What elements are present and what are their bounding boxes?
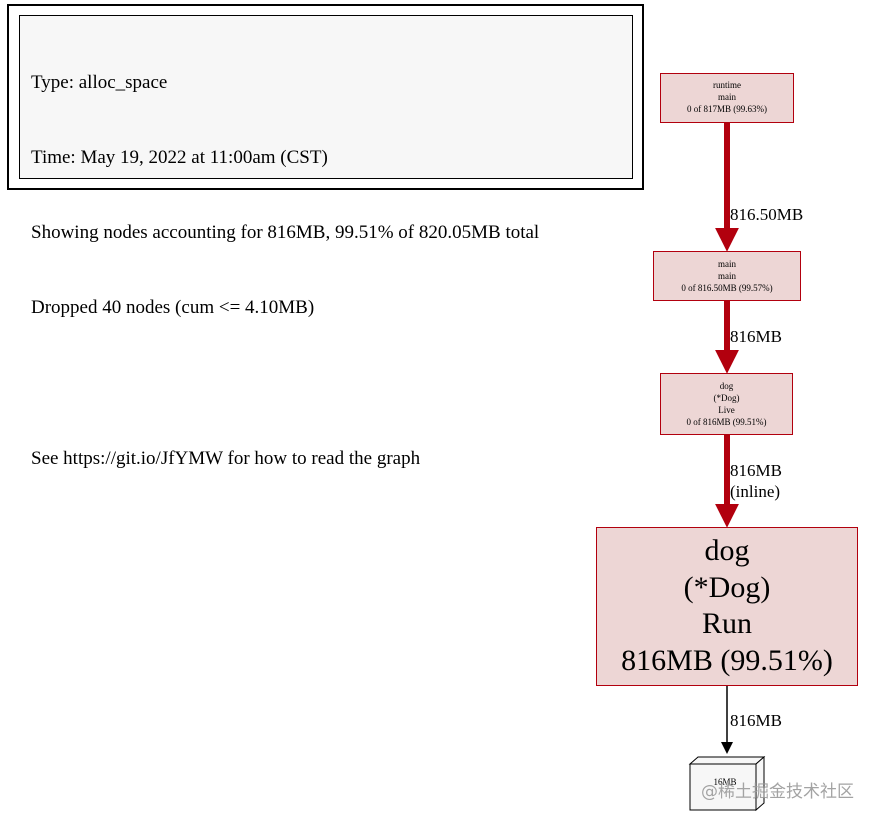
edge-label-live-to-run: 816MB xyxy=(730,461,782,480)
legend-text-box: Type: alloc_space Time: May 19, 2022 at … xyxy=(19,15,633,469)
edge-label-live-to-run-inline: (inline) xyxy=(730,482,781,501)
node-dog-run[interactable]: dog (*Dog) Run 816MB (99.51%) xyxy=(596,527,858,686)
alloc-block-size: 16MB xyxy=(713,777,736,787)
legend-showing: Showing nodes accounting for 816MB, 99.5… xyxy=(31,222,540,243)
watermark: @稀土掘金技术社区 xyxy=(701,782,854,802)
node-runtime-main[interactable]: runtime main 0 of 817MB (99.63%) xyxy=(660,73,794,123)
edge-label-runtime-to-main: 816.50MB xyxy=(730,205,804,224)
node-pkg: dog xyxy=(704,534,750,567)
node-pkg: dog xyxy=(719,381,734,391)
legend-type: Type: alloc_space xyxy=(31,72,168,93)
legend-help: See https://git.io/JfYMW for how to read… xyxy=(31,448,421,469)
node-main-main[interactable]: main main 0 of 816.50MB (99.57%) xyxy=(653,251,801,301)
node-recv: (*Dog) xyxy=(713,393,740,403)
node-stat: 0 of 816MB (99.51%) xyxy=(686,417,767,427)
node-recv: (*Dog) xyxy=(683,570,771,604)
graph-legend: Type: alloc_space Time: May 19, 2022 at … xyxy=(7,4,644,469)
edge-label-main-to-live: 816MB xyxy=(730,327,782,346)
node-stat: 0 of 816.50MB (99.57%) xyxy=(681,283,773,293)
node-dog-live[interactable]: dog (*Dog) Live 0 of 816MB (99.51%) xyxy=(660,373,793,435)
node-func: Run xyxy=(701,607,752,640)
legend-dropped: Dropped 40 nodes (cum <= 4.10MB) xyxy=(31,297,315,318)
node-pkg: main xyxy=(718,259,736,269)
edge-label-run-to-block: 816MB xyxy=(730,711,782,730)
alloc-block-icon[interactable]: 16MB xyxy=(688,756,768,812)
node-func: main xyxy=(718,92,736,102)
legend-time: Time: May 19, 2022 at 11:00am (CST) xyxy=(31,147,328,168)
node-stat: 0 of 817MB (99.63%) xyxy=(687,104,767,114)
node-func: Live xyxy=(718,405,735,415)
node-stat: 816MB (99.51%) xyxy=(621,643,833,677)
node-func: main xyxy=(718,271,736,281)
node-pkg: runtime xyxy=(713,80,741,90)
